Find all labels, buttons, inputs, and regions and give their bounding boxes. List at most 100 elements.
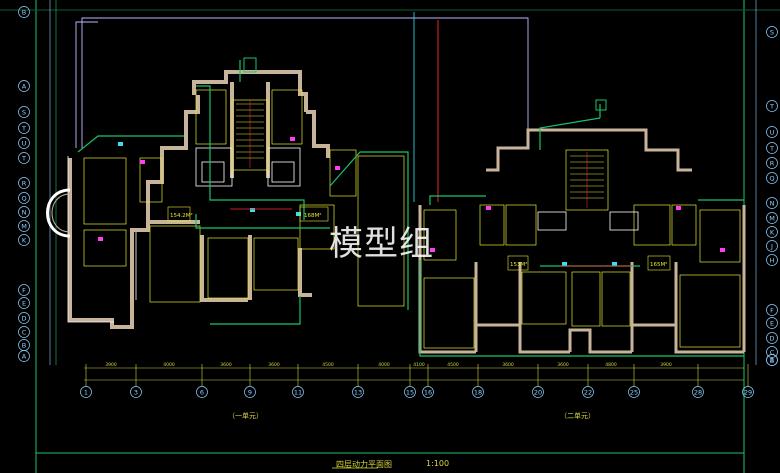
dimension-value: 3900 [105,362,117,368]
axis-bubble: 16 [424,389,432,397]
dimension-value: 3600 [502,362,514,368]
right-axis-bubble-circle [766,332,778,344]
left-axis-bubble-circle [18,137,30,149]
axis-bubble-circle [352,386,364,398]
dimension-value: 4500 [322,362,334,368]
axis-bubble: 11 [294,389,302,397]
right-axis-bubble: Q [769,175,774,183]
left-axis-bubble: E [22,300,26,308]
axis-bubble-circle [532,386,544,398]
right-axis-bubble: J [770,243,773,251]
right-axis-bubble: A [770,357,775,365]
right-axis-bubble-circle [766,254,778,266]
right-axis-bubble: F [770,307,774,315]
room-area-label: 154.2M² [170,212,193,219]
dimension-value: 4500 [447,362,459,368]
left-axis-bubble-circle [18,206,30,218]
axis-bubble-circle [692,386,704,398]
left-axis-bubble-circle [18,122,30,134]
left-axis-bubble: Q [21,195,26,203]
left-axis-bubble: S [22,109,26,117]
left-axis-bubble: A [22,83,27,91]
axis-bubble: 1 [84,389,88,397]
axis-bubble: 15 [406,389,414,397]
axis-bubble-circle [244,386,256,398]
right-axis-bubble: H [770,257,775,265]
left-axis-bubble-circle [18,106,30,118]
dimension-value: 4800 [605,362,617,368]
left-axis-bubble: T [21,155,26,163]
right-axis-bubble-circle [766,226,778,238]
axis-bubble-circle [130,386,142,398]
axis-bubble-circle [582,386,594,398]
right-axis-bubble: M [769,215,775,223]
axis-bubble-circle [80,386,92,398]
dimension-value: 3600 [557,362,569,368]
unit-two-cables [419,104,744,357]
unit-two-walls [418,128,746,354]
left-axis-bubble-circle [18,220,30,232]
right-axis-bubble-circle [766,346,778,358]
right-axis-bubble: S [770,29,774,37]
unit-two-rooms [423,149,741,349]
axis-bubble-circle [404,386,416,398]
right-axis-bubble-circle [766,26,778,38]
left-axis-bubble: B [22,9,26,17]
right-axis-bubble-circle [766,304,778,316]
left-axis-bubble-circle [18,350,30,362]
unit-one-wall-outline [67,147,301,323]
right-axis-bubble: E [770,320,774,328]
right-axis-bubble: D [769,335,774,343]
left-axis-bubble: B [22,342,26,350]
right-axis-bubble-circle [766,157,778,169]
left-axis-column [49,0,57,365]
left-axis-bubble: T [21,125,26,133]
axis-bubble: 28 [694,389,702,397]
right-axis-bubble-circle [766,354,778,366]
dimension-value: 3600 [268,362,280,368]
left-axis-bubble-circle [18,312,30,324]
left-axis-bubble: F [22,287,26,295]
axis-bubble: 25 [630,389,638,397]
left-axis-bubble: R [22,180,27,188]
axis-bubble-circle [742,386,754,398]
watermark-text: 模型组 [329,224,434,264]
right-axis-bubble: R [770,160,775,168]
left-axis-bubble: K [22,237,27,245]
room-area-label: 165M² [650,261,667,268]
left-axis-bubble-circle [18,6,30,18]
unit-one-label: （一单元） [228,412,263,420]
axis-bubble-circle [422,386,434,398]
axis-bubble: 6 [200,389,204,397]
left-axis-bubble: U [22,140,27,148]
unit-two-stair [570,152,604,208]
dimension-value: 4000 [378,362,390,368]
left-axis-bubble-circle [18,177,30,189]
main-cable-route [75,12,529,202]
axis-bubble: 9 [248,389,252,397]
right-axis-bubble-circle [766,172,778,184]
left-axis-bubble-circle [18,80,30,92]
unit-one-cables [77,60,409,325]
left-axis-bubble-circle [18,284,30,296]
axis-bubble: 29 [744,389,752,397]
right-axis-bubble-circle [766,240,778,252]
right-axis-bubble: N [770,200,775,208]
right-axis-bubble-circle [766,100,778,112]
right-axis-bubble-circle [766,212,778,224]
dimension-value: 4100 [413,362,425,368]
left-axis-bubble: N [22,209,27,217]
unit-two-wall-outline [537,211,639,231]
dimension-value: 3600 [220,362,232,368]
bay-window [46,188,71,238]
right-axis-bubble-circle [766,317,778,329]
drawing-title: 四层动力平面图 [336,460,392,469]
left-axis-bubble-circle [18,192,30,204]
